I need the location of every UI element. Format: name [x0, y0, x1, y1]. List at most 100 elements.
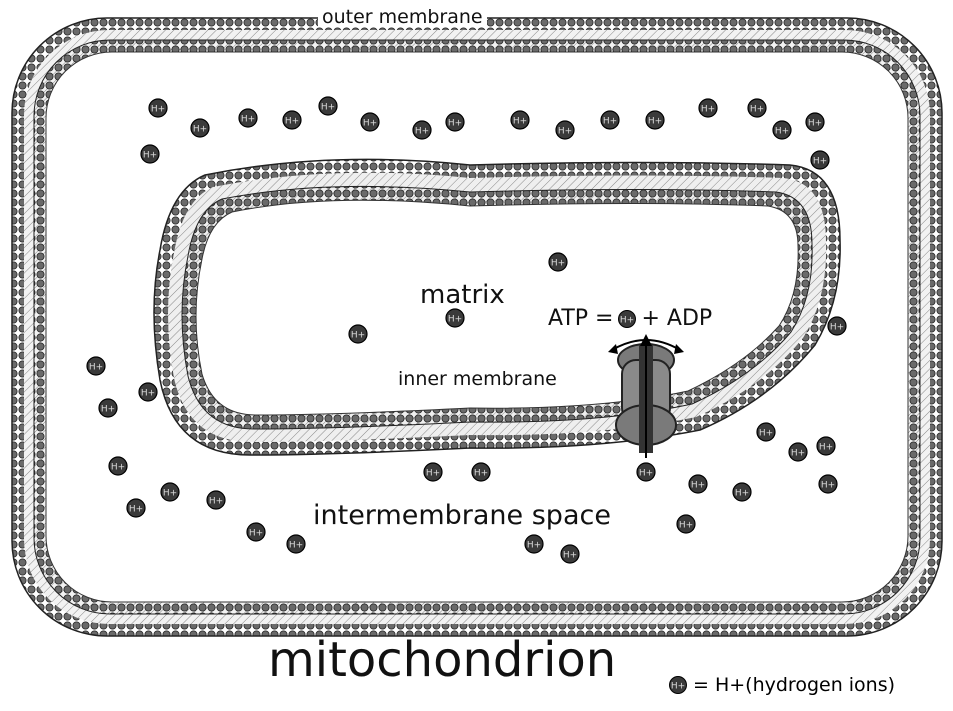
svg-text:H+: H+: [701, 105, 715, 115]
hydrogen-ion: H+: [361, 113, 379, 131]
svg-text:H+: H+: [648, 117, 662, 127]
hydrogen-ion: H+: [87, 357, 105, 375]
svg-text:H+: H+: [321, 103, 335, 113]
hydrogen-ion: H+: [789, 443, 807, 461]
legend: H+ = H+(hydrogen ions): [668, 674, 895, 696]
hydrogen-ion: H+: [511, 111, 529, 129]
svg-text:H+: H+: [289, 541, 303, 551]
hydrogen-ion: H+: [139, 383, 157, 401]
svg-text:H+: H+: [671, 682, 685, 692]
hydrogen-ion: H+: [828, 317, 846, 335]
legend-hydrogen-ion-icon: H+: [668, 675, 688, 695]
legend-text: = H+(hydrogen ions): [693, 674, 895, 696]
hydrogen-ion: H+: [109, 457, 127, 475]
svg-text:H+: H+: [249, 529, 263, 539]
inner-membrane-label: inner membrane: [398, 370, 557, 389]
svg-text:H+: H+: [691, 481, 705, 491]
hydrogen-ion: H+: [549, 253, 567, 271]
svg-text:H+: H+: [448, 315, 462, 325]
hydrogen-ion: H+: [646, 111, 664, 129]
atp-equation-right: + ADP: [641, 308, 712, 330]
outer-membrane-label: outer membrane: [318, 8, 487, 27]
svg-text:H+: H+: [101, 405, 115, 415]
hydrogen-ion: H+: [556, 121, 574, 139]
intermembrane-space-label: intermembrane space: [313, 502, 611, 529]
hydrogen-ion: H+: [811, 151, 829, 169]
hydrogen-ion: H+: [773, 121, 791, 139]
hydrogen-ion: H+: [319, 97, 337, 115]
svg-text:H+: H+: [679, 521, 693, 531]
svg-text:H+: H+: [129, 505, 143, 515]
hydrogen-ion: H+: [149, 99, 167, 117]
svg-text:H+: H+: [775, 127, 789, 137]
hydrogen-ion: H+: [413, 121, 431, 139]
hydrogen-ion: H+: [161, 483, 179, 501]
svg-text:H+: H+: [527, 541, 541, 551]
hydrogen-ion: H+: [446, 113, 464, 131]
diagram-title: mitochondrion: [268, 636, 616, 684]
svg-text:H+: H+: [415, 127, 429, 137]
svg-text:H+: H+: [163, 489, 177, 499]
svg-text:H+: H+: [351, 331, 365, 341]
atp-equation-left: ATP =: [548, 308, 613, 330]
hydrogen-ion: H+: [525, 535, 543, 553]
hydrogen-ion: H+: [733, 483, 751, 501]
hydrogen-ion: H+: [637, 463, 655, 481]
svg-text:H+: H+: [639, 469, 653, 479]
atp-equation: ATP = H+ + ADP: [548, 308, 712, 330]
hydrogen-ion-icon: H+: [617, 309, 637, 329]
hydrogen-ion: H+: [819, 475, 837, 493]
svg-text:H+: H+: [143, 151, 157, 161]
hydrogen-ion: H+: [349, 325, 367, 343]
svg-text:H+: H+: [759, 429, 773, 439]
hydrogen-ion: H+: [283, 111, 301, 129]
hydrogen-ion: H+: [689, 475, 707, 493]
svg-text:H+: H+: [791, 449, 805, 459]
hydrogen-ion: H+: [757, 423, 775, 441]
svg-text:H+: H+: [241, 115, 255, 125]
hydrogen-ion: H+: [127, 499, 145, 517]
svg-text:H+: H+: [735, 489, 749, 499]
hydrogen-ion: H+: [472, 463, 490, 481]
svg-text:H+: H+: [285, 117, 299, 127]
svg-text:H+: H+: [551, 259, 565, 269]
hydrogen-ion: H+: [806, 113, 824, 131]
hydrogen-ion: H+: [239, 109, 257, 127]
hydrogen-ion: H+: [287, 535, 305, 553]
svg-text:H+: H+: [808, 119, 822, 129]
hydrogen-ion: H+: [699, 99, 717, 117]
svg-text:H+: H+: [603, 117, 617, 127]
svg-text:H+: H+: [89, 363, 103, 373]
svg-text:H+: H+: [209, 497, 223, 507]
hydrogen-ion: H+: [677, 515, 695, 533]
svg-text:H+: H+: [563, 551, 577, 561]
hydrogen-ion: H+: [817, 437, 835, 455]
svg-text:H+: H+: [821, 481, 835, 491]
svg-text:H+: H+: [513, 117, 527, 127]
svg-text:H+: H+: [558, 127, 572, 137]
hydrogen-ion: H+: [247, 523, 265, 541]
svg-text:H+: H+: [426, 469, 440, 479]
svg-text:H+: H+: [141, 389, 155, 399]
svg-text:H+: H+: [193, 125, 207, 135]
hydrogen-ion: H+: [446, 309, 464, 327]
svg-text:H+: H+: [474, 469, 488, 479]
svg-text:H+: H+: [151, 105, 165, 115]
svg-text:H+: H+: [620, 316, 634, 326]
hydrogen-ion: H+: [141, 145, 159, 163]
hydrogen-ion: H+: [748, 99, 766, 117]
matrix-label: matrix: [420, 282, 505, 308]
svg-text:H+: H+: [448, 119, 462, 129]
hydrogen-ion: H+: [561, 545, 579, 563]
svg-text:H+: H+: [830, 323, 844, 333]
hydrogen-ion: H+: [424, 463, 442, 481]
svg-text:H+: H+: [363, 119, 377, 129]
hydrogen-ion: H+: [207, 491, 225, 509]
hydrogen-ion: H+: [99, 399, 117, 417]
svg-text:H+: H+: [819, 443, 833, 453]
svg-text:H+: H+: [813, 157, 827, 167]
hydrogen-ion: H+: [601, 111, 619, 129]
svg-text:H+: H+: [750, 105, 764, 115]
